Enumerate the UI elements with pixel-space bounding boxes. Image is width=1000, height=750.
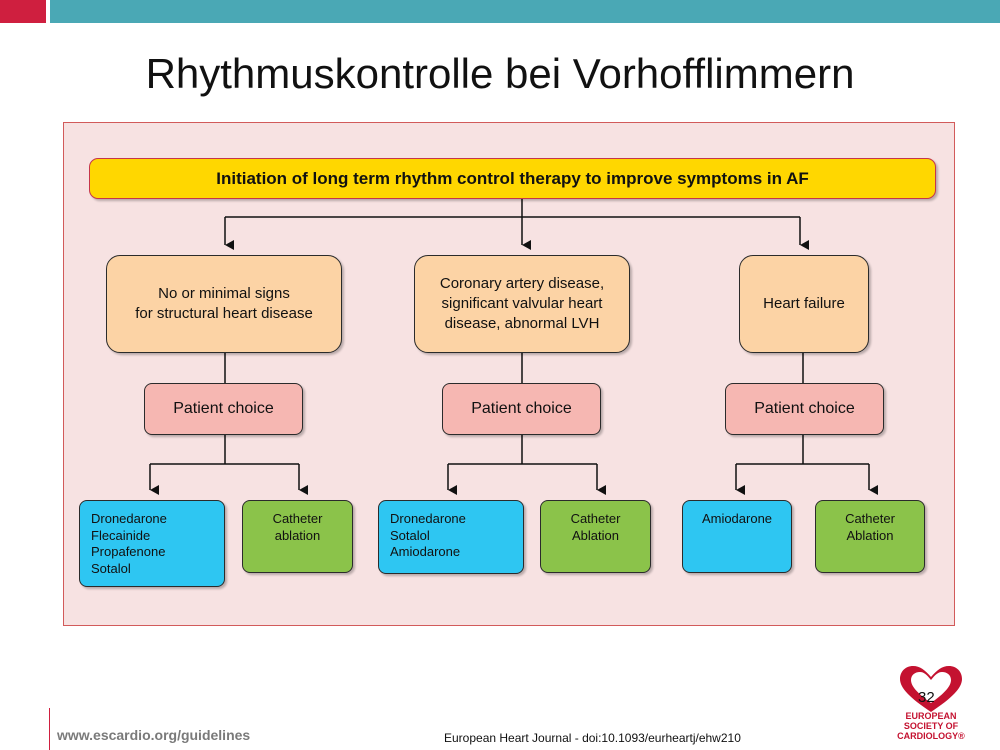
ablation-node-3: Catheter Ablation	[815, 500, 925, 573]
drug-node-3: Amiodarone	[682, 500, 792, 573]
esc-heart-logo-icon	[900, 666, 962, 712]
ablation-node-1: Catheter ablation	[242, 500, 353, 573]
condition-node-heart-failure: Heart failure	[739, 255, 869, 353]
patient-choice-node-2: Patient choice	[442, 383, 601, 435]
condition-node-structural: No or minimal signs for structural heart…	[106, 255, 342, 353]
root-node: Initiation of long term rhythm control t…	[89, 158, 936, 199]
top-accent-bar-teal	[50, 0, 1000, 23]
patient-choice-node-1: Patient choice	[144, 383, 303, 435]
footer-url[interactable]: www.escardio.org/guidelines	[57, 727, 251, 743]
patient-choice-node-3: Patient choice	[725, 383, 884, 435]
drug-node-1: Dronedarone Flecainide Propafenone Sotal…	[79, 500, 225, 587]
footer-divider	[49, 708, 50, 750]
drug-node-2: Dronedarone Sotalol Amiodarone	[378, 500, 524, 574]
page-number: 32	[918, 689, 935, 706]
ablation-node-2: Catheter Ablation	[540, 500, 651, 573]
esc-logo-text: EUROPEAN SOCIETY OF CARDIOLOGY®	[897, 711, 965, 741]
top-accent-bar-red	[0, 0, 46, 23]
footer-citation: European Heart Journal - doi:10.1093/eur…	[444, 731, 741, 745]
condition-node-cad: Coronary artery disease, significant val…	[414, 255, 630, 353]
slide-title: Rhythmuskontrolle bei Vorhofflimmern	[145, 50, 855, 97]
